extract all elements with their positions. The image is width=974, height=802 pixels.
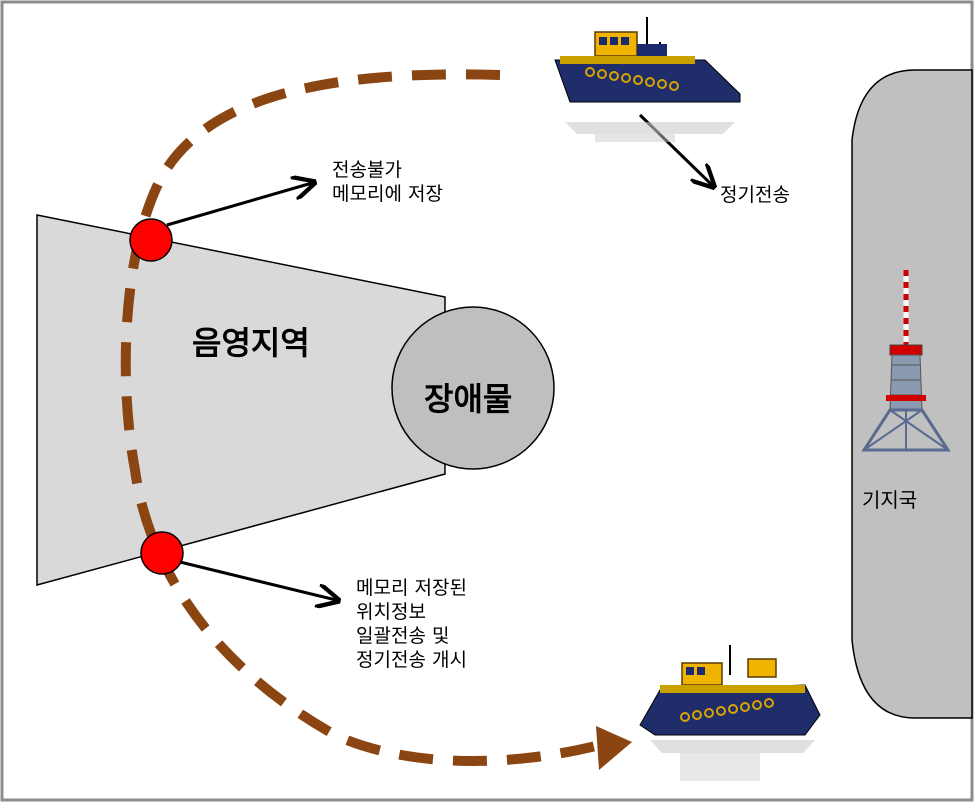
shadow-area-label: 음영지역: [192, 324, 310, 362]
obstacle-circle: [391, 306, 555, 470]
path-arrowhead: [596, 726, 632, 770]
resume-transmit-line-4: 정기전송 개시: [356, 649, 467, 671]
base-station-label: 기지국: [862, 488, 918, 512]
resume-transmit-line-3: 일괄전송 및: [356, 625, 450, 647]
periodic-transmit-note: 정기전송: [720, 184, 790, 206]
resume-transmit-line-2: 위치정보: [356, 601, 426, 623]
marker-exit-shadow: [140, 531, 184, 575]
resume-transmit-note: 메모리 저장된 위치정보 일괄전송 및 정기전송 개시: [356, 576, 467, 672]
arrow-resume-transmit: [179, 560, 336, 600]
ship-path-dashed: [120, 69, 602, 766]
obstacle-label: 장애물: [424, 380, 513, 418]
arrow-cannot-transmit: [166, 183, 312, 227]
tugboat-icon: [554, 17, 741, 142]
tugboat-icon: [639, 645, 821, 781]
cannot-transmit-line-2: 메모리에 저장: [332, 183, 443, 205]
radio-tower-icon: [861, 270, 951, 452]
resume-transmit-line-1: 메모리 저장된: [356, 577, 467, 599]
marker-enter-shadow: [129, 218, 173, 262]
cannot-transmit-note: 전송불가 메모리에 저장: [332, 158, 443, 206]
cannot-transmit-line-1: 전송불가: [332, 159, 402, 181]
shadow-area-region: [36, 214, 446, 586]
